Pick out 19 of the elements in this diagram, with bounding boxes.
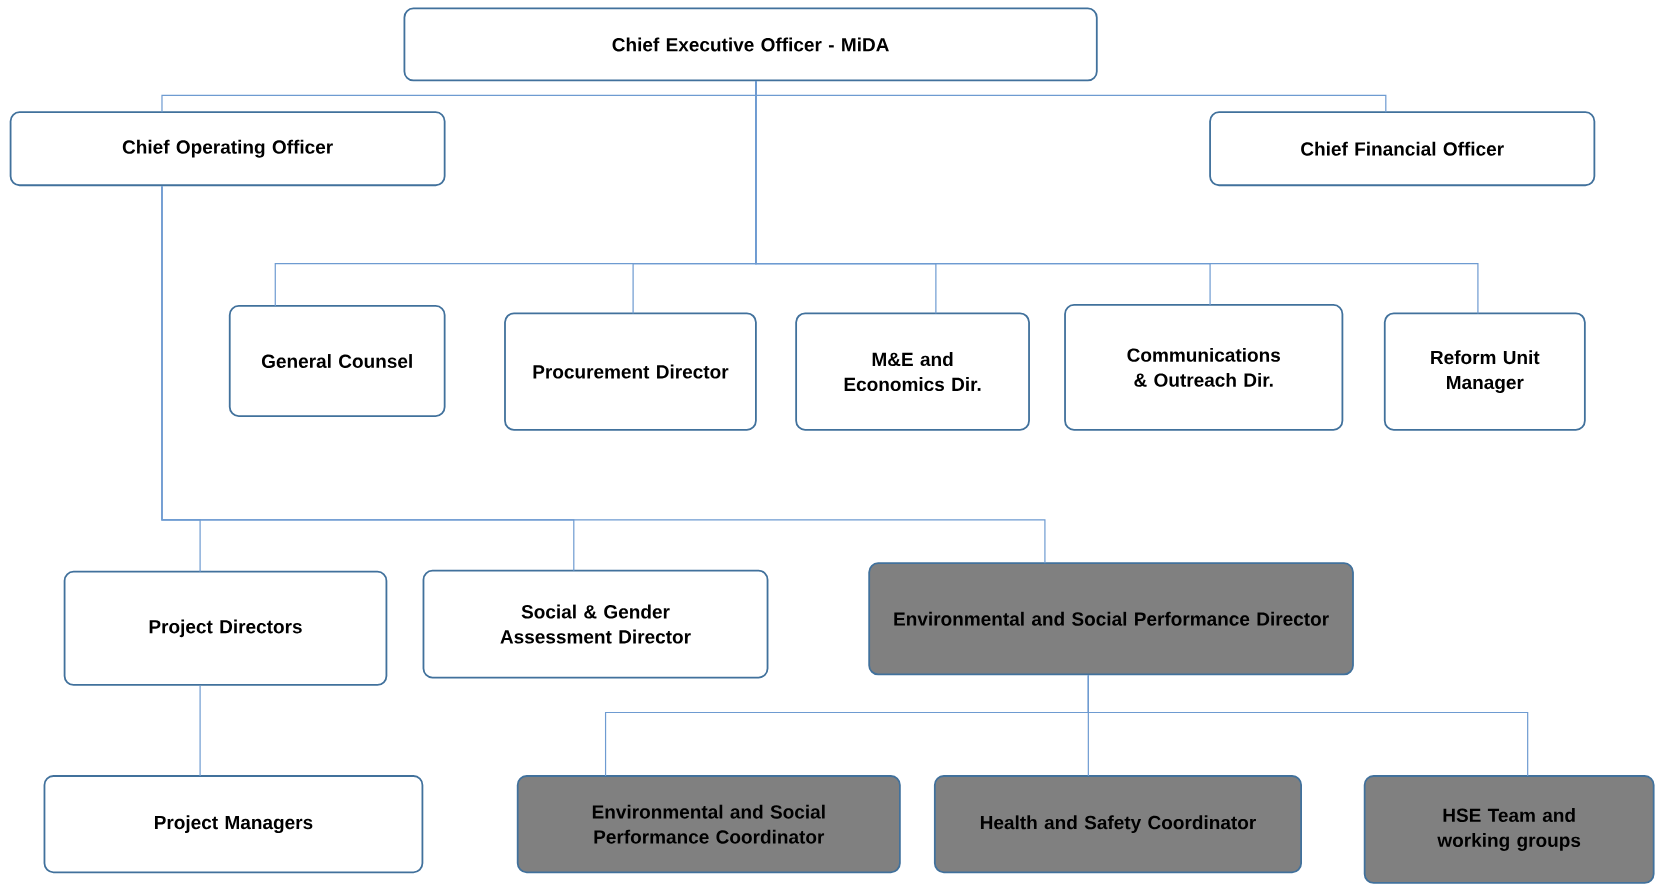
org-box: Environmental and Social Performance Coordinator (516, 775, 901, 874)
org-box: Procurement Director (504, 312, 757, 431)
connector-line (199, 685, 201, 777)
connector-line (755, 80, 1479, 314)
org-box: Chief Operating Officer (9, 111, 446, 187)
org-box: General Counsel (228, 305, 446, 417)
connector-line (1087, 674, 1529, 777)
org-box: Reform Unit Manager (1383, 312, 1586, 431)
org-box: Project Directors (63, 570, 388, 686)
org-box: Health and Safety Coordinator (933, 775, 1302, 874)
org-box: Chief Executive Officer - MiDA (403, 7, 1098, 82)
connector-line (161, 185, 1046, 564)
org-box: Chief Financial Officer (1209, 111, 1596, 187)
org-box: Project Managers (43, 775, 424, 874)
org-box: Environmental and Social Performance Director (868, 562, 1354, 676)
org-box: Social & Gender Assessment Director (422, 569, 769, 679)
org-box: HSE Team and working groups (1363, 775, 1655, 884)
org-box: M&E and Economics Dir. (795, 312, 1030, 431)
org-box: Communications & Outreach Dir. (1064, 304, 1344, 431)
